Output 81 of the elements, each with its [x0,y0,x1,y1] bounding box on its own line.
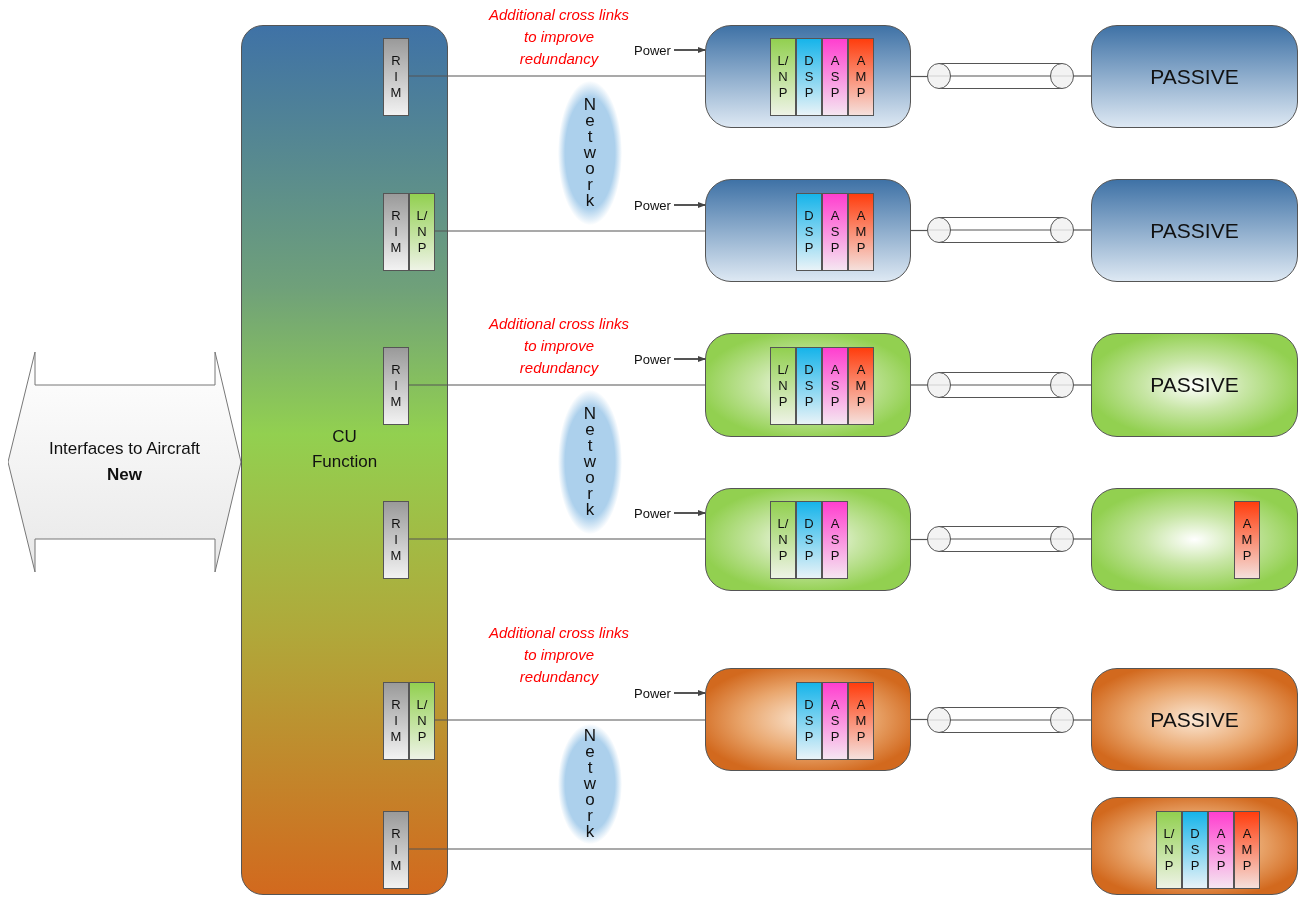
processing-module: L/NP [770,501,796,579]
connector-line [910,75,928,78]
passive-unit-panel: PASSIVE [1091,25,1298,128]
connector-line [407,384,706,386]
processing-module: AMP [848,347,874,425]
connector-line [433,230,706,232]
processing-module: DSP [796,682,822,760]
processing-module: DSP [796,501,822,579]
connector-line [1073,229,1092,231]
network-ellipse: Network [558,81,622,225]
remote-unit-panel [705,25,911,128]
processing-module: AMP [848,38,874,116]
interface-module: RIM [383,193,409,271]
arrow [673,47,706,53]
interface-module: RIM [383,38,409,116]
arrow [673,510,706,516]
processing-module: L/NP [409,682,435,760]
interface-module: RIM [383,501,409,579]
cable-drawing [927,63,1074,89]
cable-drawing [927,526,1074,552]
connector-line [910,718,928,721]
power-label: Power [634,40,674,60]
connector-line [1073,719,1092,721]
annotation-text: Additional cross links to improve redundancy [487,314,631,378]
network-ellipse: Network [558,724,622,844]
processing-module: ASP [822,347,848,425]
processing-module: L/NP [770,347,796,425]
processing-module: L/NP [1156,811,1182,889]
cable-drawing [927,707,1074,733]
remote-unit-panel [1091,488,1298,591]
processing-module: ASP [822,193,848,271]
connector-line [910,384,928,386]
connector-line [407,75,706,77]
connector-line [910,538,928,541]
processing-module: L/NP [409,193,435,271]
processing-module: AMP [1234,501,1260,579]
processing-module: DSP [796,193,822,271]
interface-module: RIM [383,682,409,760]
interface-arrow: Interfaces to Aircraft New [8,352,241,572]
connector-line [433,719,706,721]
connector-line [910,229,928,232]
processing-module: DSP [1182,811,1208,889]
power-label: Power [634,195,674,215]
cable-drawing [927,372,1074,398]
remote-unit-panel [705,333,911,437]
remote-unit-panel [705,668,911,771]
cable-drawing [927,217,1074,243]
panel-title: CU Function [310,426,379,473]
connector-line [407,848,1092,850]
processing-module: AMP [848,193,874,271]
passive-unit-panel: PASSIVE [1091,333,1298,437]
annotation-text: Additional cross links to improve redundancy [487,5,631,69]
power-label: Power [634,503,674,523]
connector-line [407,538,706,540]
passive-unit-panel: PASSIVE [1091,668,1298,771]
connector-line [1073,384,1092,386]
processing-module: L/NP [770,38,796,116]
processing-module: AMP [1234,811,1260,889]
processing-module: DSP [796,347,822,425]
connector-line [1073,75,1092,77]
processing-module: ASP [822,501,848,579]
remote-unit-panel [705,488,911,591]
interface-module: RIM [383,347,409,425]
connector-line [1073,538,1092,540]
network-ellipse: Network [558,390,622,534]
remote-unit-panel [705,179,911,282]
remote-unit-panel [1091,797,1298,895]
annotation-text: Additional cross links to improve redundancy [487,623,631,687]
processing-module: ASP [822,38,848,116]
interface-module: RIM [383,811,409,889]
processing-module: ASP [1208,811,1234,889]
processing-module: ASP [822,682,848,760]
cu-function-panel [241,25,448,895]
processing-module: DSP [796,38,822,116]
passive-unit-panel: PASSIVE [1091,179,1298,282]
power-label: Power [634,349,674,369]
arrow [673,356,706,362]
arrow [673,202,706,208]
power-label: Power [634,683,674,703]
arrow [673,690,706,696]
processing-module: AMP [848,682,874,760]
